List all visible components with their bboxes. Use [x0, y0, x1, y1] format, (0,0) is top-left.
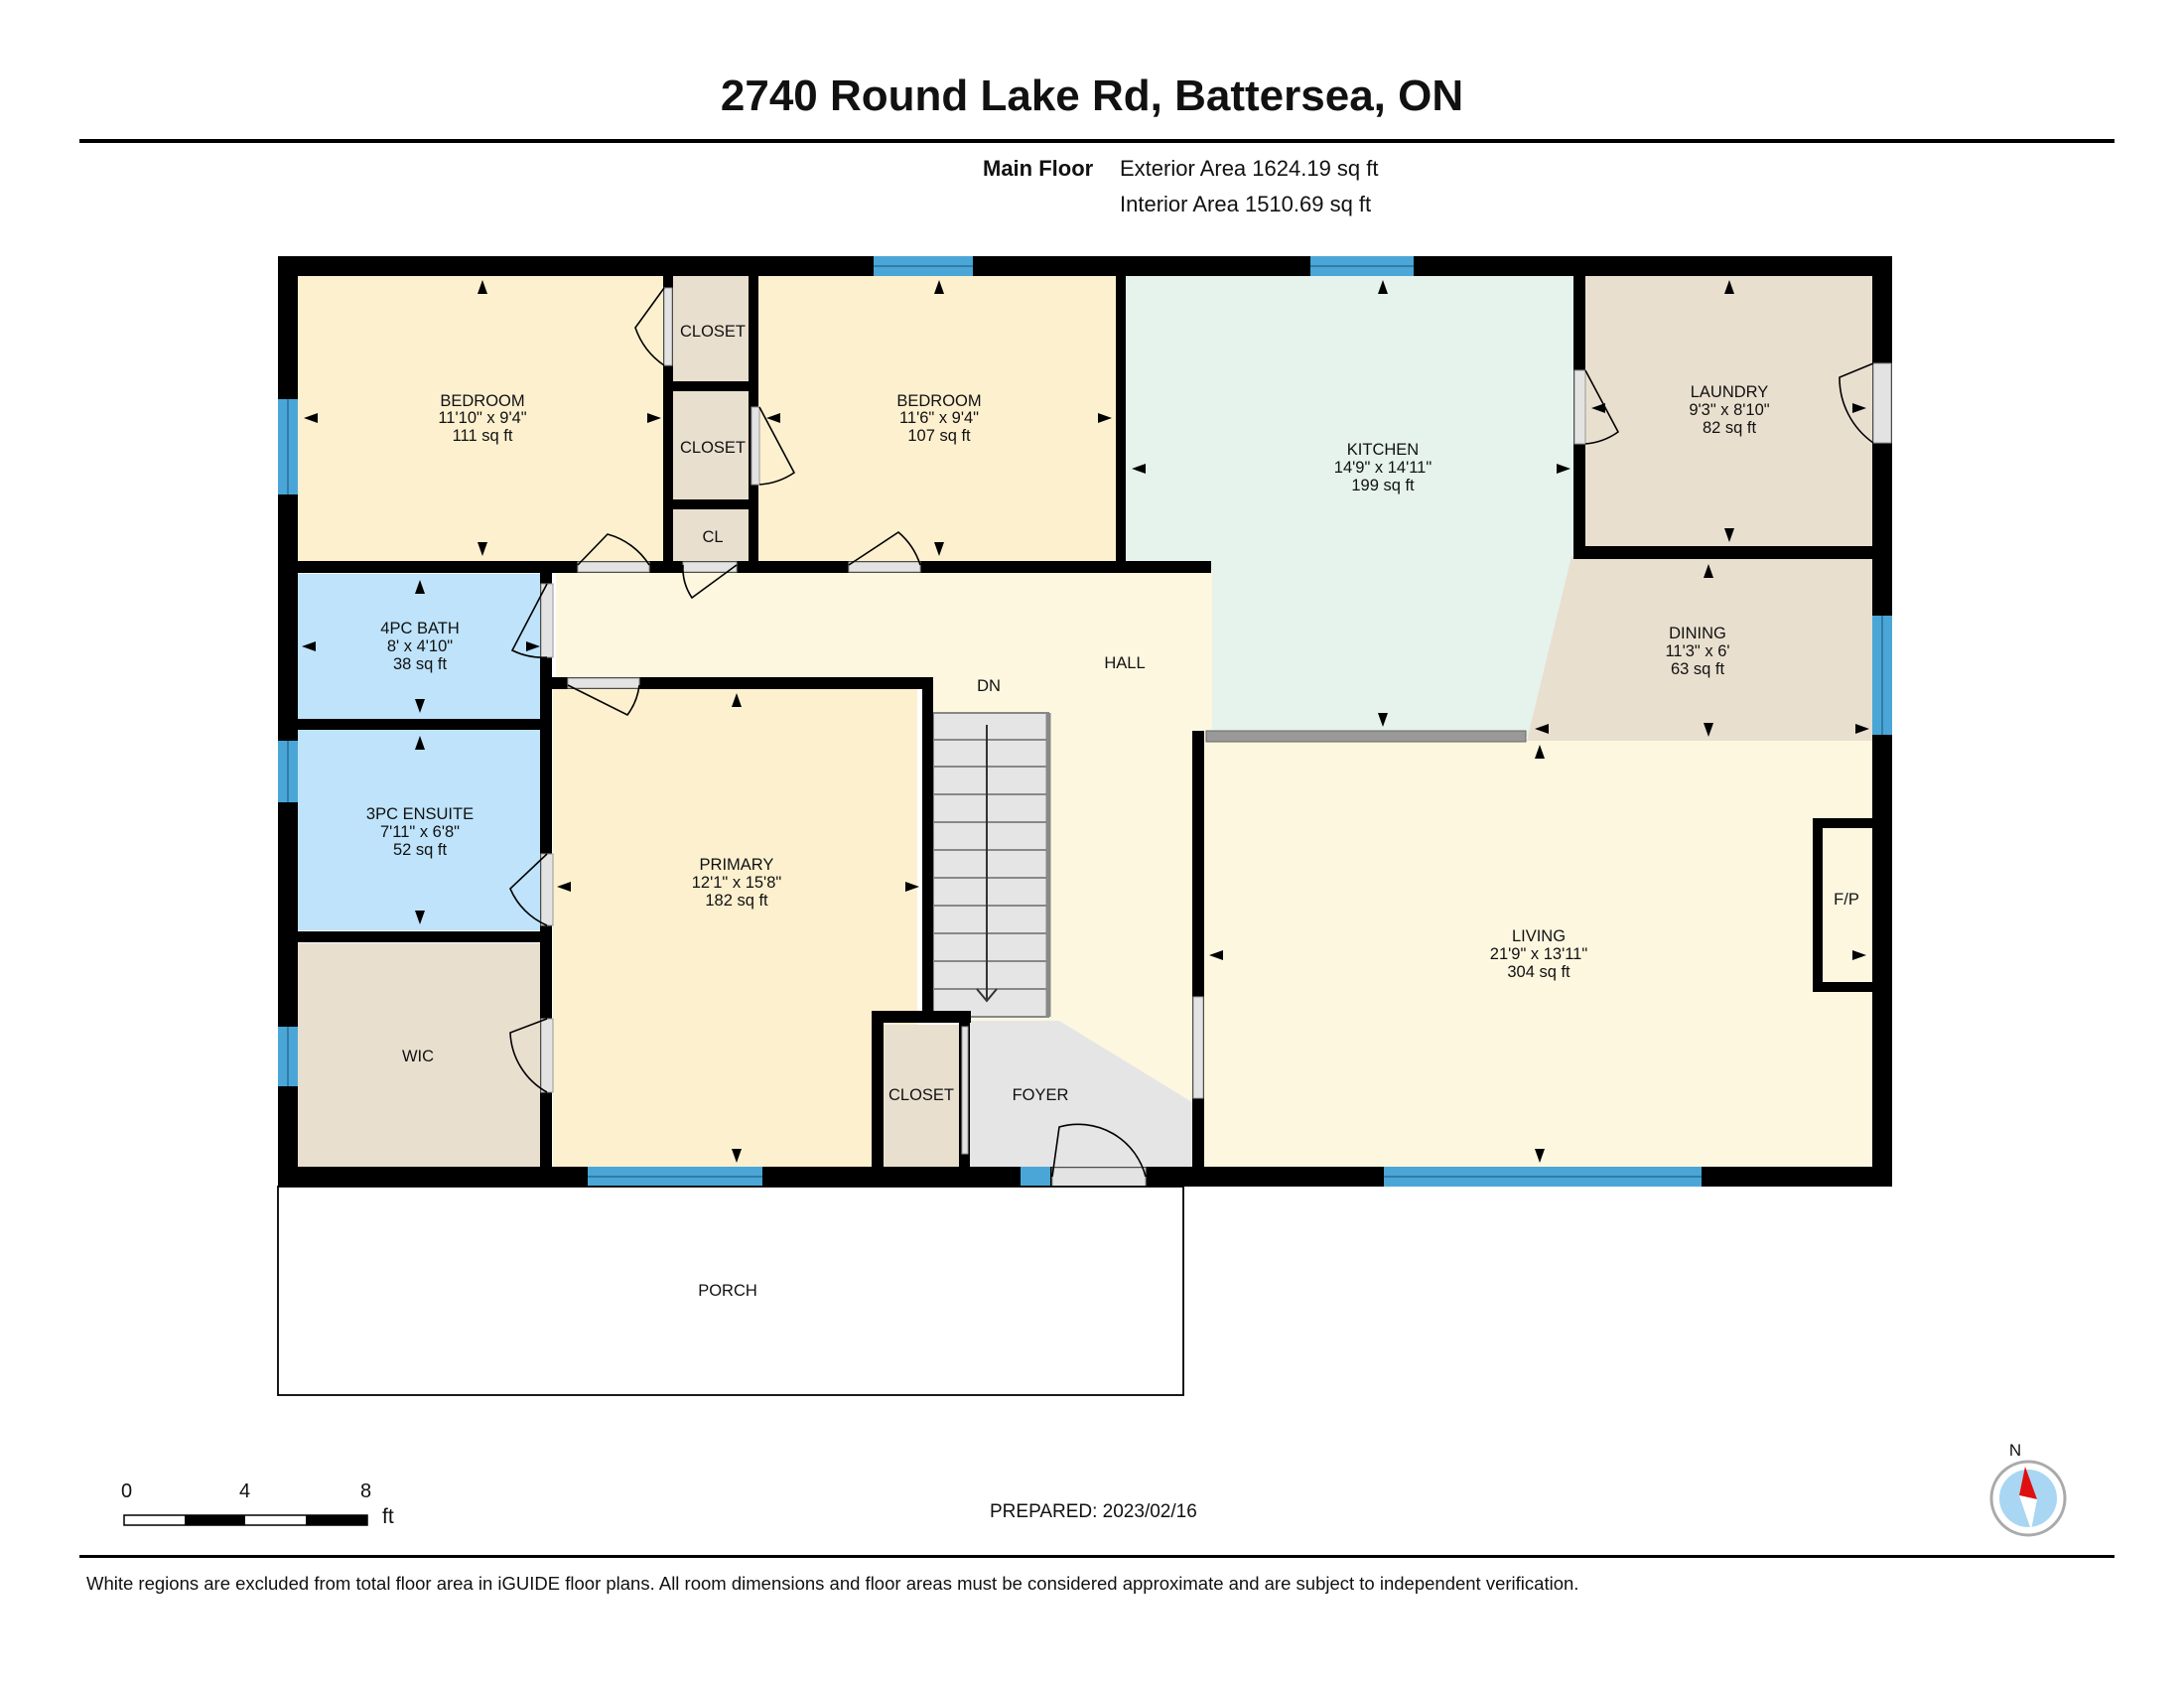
- ensuite-dims: 7'11" x 6'8": [380, 823, 460, 841]
- dining-dims: 11'3" x 6': [1665, 642, 1729, 660]
- closet-2-label: CLOSET: [680, 439, 746, 457]
- dimension-arrows: [302, 280, 1869, 1163]
- ensuite-fill: [296, 730, 542, 930]
- bath-fill: [296, 574, 546, 719]
- scale-label-8: 8: [360, 1480, 372, 1502]
- kitchen-area: 199 sq ft: [1351, 477, 1415, 494]
- closet-2-fill: [671, 390, 751, 501]
- floor-label: Main Floor: [983, 156, 1094, 181]
- porch-label: PORCH: [698, 1282, 757, 1300]
- door-swings: [509, 287, 1874, 1178]
- bedroom-1-dims: 11'10" x 9'4": [438, 409, 526, 427]
- dining-name: DINING: [1669, 625, 1726, 642]
- living-area: 304 sq ft: [1507, 963, 1570, 981]
- foyer-label: FOYER: [1013, 1086, 1069, 1104]
- bedroom-2-area: 107 sq ft: [907, 427, 971, 445]
- compass-icon: N: [1989, 1441, 2067, 1537]
- living-dims: 21'9" x 13'11": [1490, 945, 1588, 963]
- primary-name: PRIMARY: [700, 856, 774, 874]
- stairs-dn-label: DN: [977, 677, 1001, 695]
- scale-label-0: 0: [121, 1480, 133, 1502]
- dining-fill: [1527, 556, 1875, 741]
- closet-1-label: CLOSET: [680, 323, 746, 341]
- foyer-fill: [968, 1021, 1192, 1167]
- living-name: LIVING: [1512, 927, 1566, 945]
- bedroom-1-name: BEDROOM: [440, 392, 524, 410]
- kitchen-counter: [1205, 730, 1527, 743]
- kitchen-dims: 14'9" x 14'11": [1334, 459, 1433, 477]
- prepared-date: PREPARED: 2023/02/16: [990, 1501, 1197, 1522]
- closet-1-fill: [671, 268, 751, 385]
- cl-label: CL: [702, 528, 723, 546]
- hall-label: HALL: [1104, 654, 1145, 672]
- footer-divider: [79, 1555, 2115, 1558]
- compass-north-label: N: [2009, 1441, 2021, 1460]
- exterior-area: Exterior Area 1624.19 sq ft: [1120, 156, 1379, 181]
- scale-unit: ft: [382, 1505, 394, 1528]
- cl-fill: [671, 506, 751, 563]
- closet-3-fill: [882, 1025, 961, 1167]
- room-fills: [296, 268, 1875, 1167]
- page-title: 2740 Round Lake Rd, Battersea, ON: [720, 71, 1464, 120]
- bedroom-2-dims: 11'6" x 9'4": [899, 409, 979, 427]
- closet-3-label: CLOSET: [888, 1086, 954, 1104]
- bath-dims: 8' x 4'10": [387, 637, 453, 655]
- laundry-fill: [1583, 268, 1875, 546]
- living-fill: [1204, 741, 1875, 1167]
- fireplace-label: F/P: [1834, 891, 1859, 909]
- primary-fill: [553, 689, 917, 1167]
- laundry-name: LAUNDRY: [1691, 383, 1769, 401]
- bath-area: 38 sq ft: [393, 655, 448, 673]
- interior-area: Interior Area 1510.69 sq ft: [1120, 192, 1372, 216]
- kitchen-name: KITCHEN: [1347, 441, 1419, 459]
- ensuite-name: 3PC ENSUITE: [366, 805, 474, 823]
- porch-outline: [277, 1186, 1184, 1396]
- disclaimer: White regions are excluded from total fl…: [86, 1573, 1579, 1594]
- primary-dims: 12'1" x 15'8": [692, 874, 782, 892]
- bath-name: 4PC BATH: [380, 620, 459, 637]
- scale-bar: [123, 1514, 368, 1526]
- dining-area: 63 sq ft: [1671, 660, 1725, 678]
- bedroom-2-fill: [754, 268, 1122, 565]
- bedroom-2-name: BEDROOM: [896, 392, 981, 410]
- wic-fill: [296, 943, 542, 1167]
- room-labels: BEDROOM 11'10" x 9'4" 111 sq ft CLOSET C…: [366, 323, 1859, 1300]
- bedroom-1-fill: [296, 268, 668, 565]
- scale-label-4: 4: [239, 1480, 251, 1502]
- wic-label: WIC: [402, 1048, 434, 1065]
- ensuite-area: 52 sq ft: [393, 841, 448, 859]
- laundry-dims: 9'3" x 8'10": [1689, 401, 1769, 419]
- primary-area: 182 sq ft: [705, 892, 768, 910]
- laundry-area: 82 sq ft: [1703, 419, 1757, 437]
- staircase: [932, 712, 1051, 1018]
- bedroom-1-area: 111 sq ft: [453, 427, 513, 445]
- title-divider: [79, 139, 2115, 143]
